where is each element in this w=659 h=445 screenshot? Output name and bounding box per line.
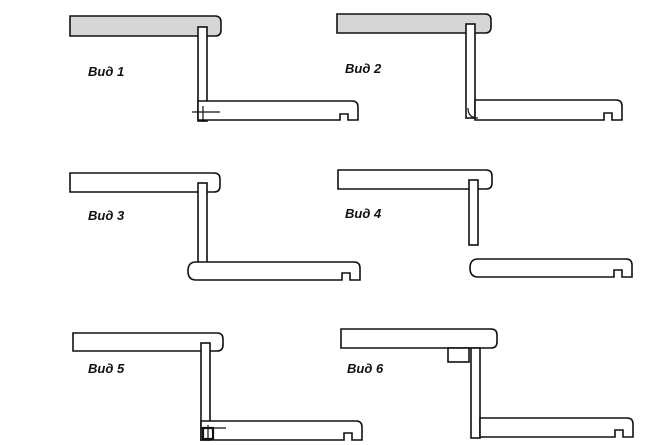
view-3-label: Вид 3 [88,208,125,223]
view-3-top-tread [69,172,221,193]
view-3: Вид 3 [69,172,361,281]
view-1: Вид 1 [69,15,359,122]
view-2-bottom-tread [474,99,623,121]
view-3-riser [197,182,208,274]
view-1-bottom-tread [197,100,359,121]
view-2-joint-mark [467,107,479,119]
view-2-label: Вид 2 [345,61,382,76]
view-2: Вид 2 [336,13,623,121]
view-6-riser [470,347,481,439]
view-4: Вид 4 [337,169,633,278]
view-6-bottom-tread [479,417,634,438]
view-4-riser [468,179,479,246]
view-3-bottom-tread [187,261,361,281]
view-4-bottom-tread [469,258,633,278]
view-1-top-tread [69,15,222,37]
view-6-support-block [447,347,470,363]
view-5-label: Вид 5 [88,361,125,376]
view-5-top-tread [72,332,224,352]
view-1-joint-mark [192,106,220,122]
view-6: Вид 6 [340,328,634,439]
view-4-label: Вид 4 [345,206,382,221]
view-4-top-tread [337,169,493,190]
view-5: Вид 5 [72,332,363,441]
view-5-block-mark [201,426,215,441]
view-1-label: Вид 1 [88,64,124,79]
view-6-top-tread [340,328,498,349]
view-5-bottom-tread [200,420,363,441]
view-6-label: Вид 6 [347,361,384,376]
view-2-riser [465,23,476,119]
view-2-top-tread [336,13,492,34]
